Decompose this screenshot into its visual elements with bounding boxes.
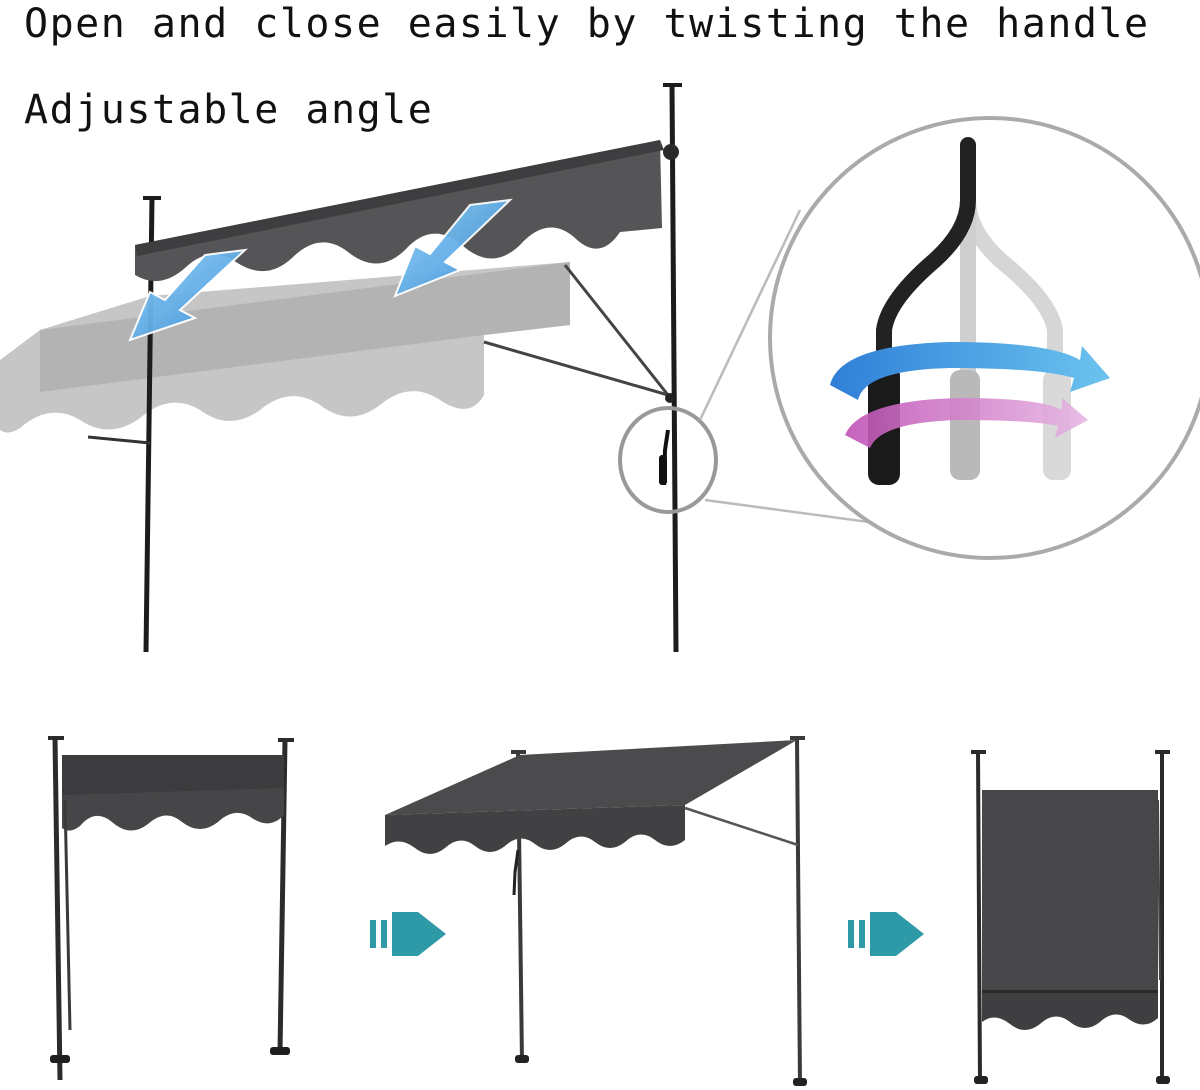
awning-raised-top-roller bbox=[135, 140, 664, 256]
double-down-arrow-icon bbox=[128, 198, 513, 342]
step-extended-awning bbox=[385, 736, 807, 1086]
caption-adjustable-angle: Adjustable angle bbox=[24, 87, 434, 133]
chevron-right-arrow-icon bbox=[370, 912, 446, 956]
rotation-arrow-icon bbox=[830, 342, 1110, 448]
chevron-right-arrow-icon bbox=[848, 912, 924, 956]
awning-lowered-valance bbox=[40, 262, 570, 392]
step-vertical-screen bbox=[971, 750, 1170, 1084]
step-rolled-up bbox=[48, 736, 294, 1081]
caption-open-close: Open and close easily by twisting the ha… bbox=[24, 1, 1150, 47]
handle-detail-circle bbox=[768, 116, 1200, 560]
main-awning-diagram bbox=[0, 83, 1200, 653]
right-pole bbox=[483, 83, 682, 653]
